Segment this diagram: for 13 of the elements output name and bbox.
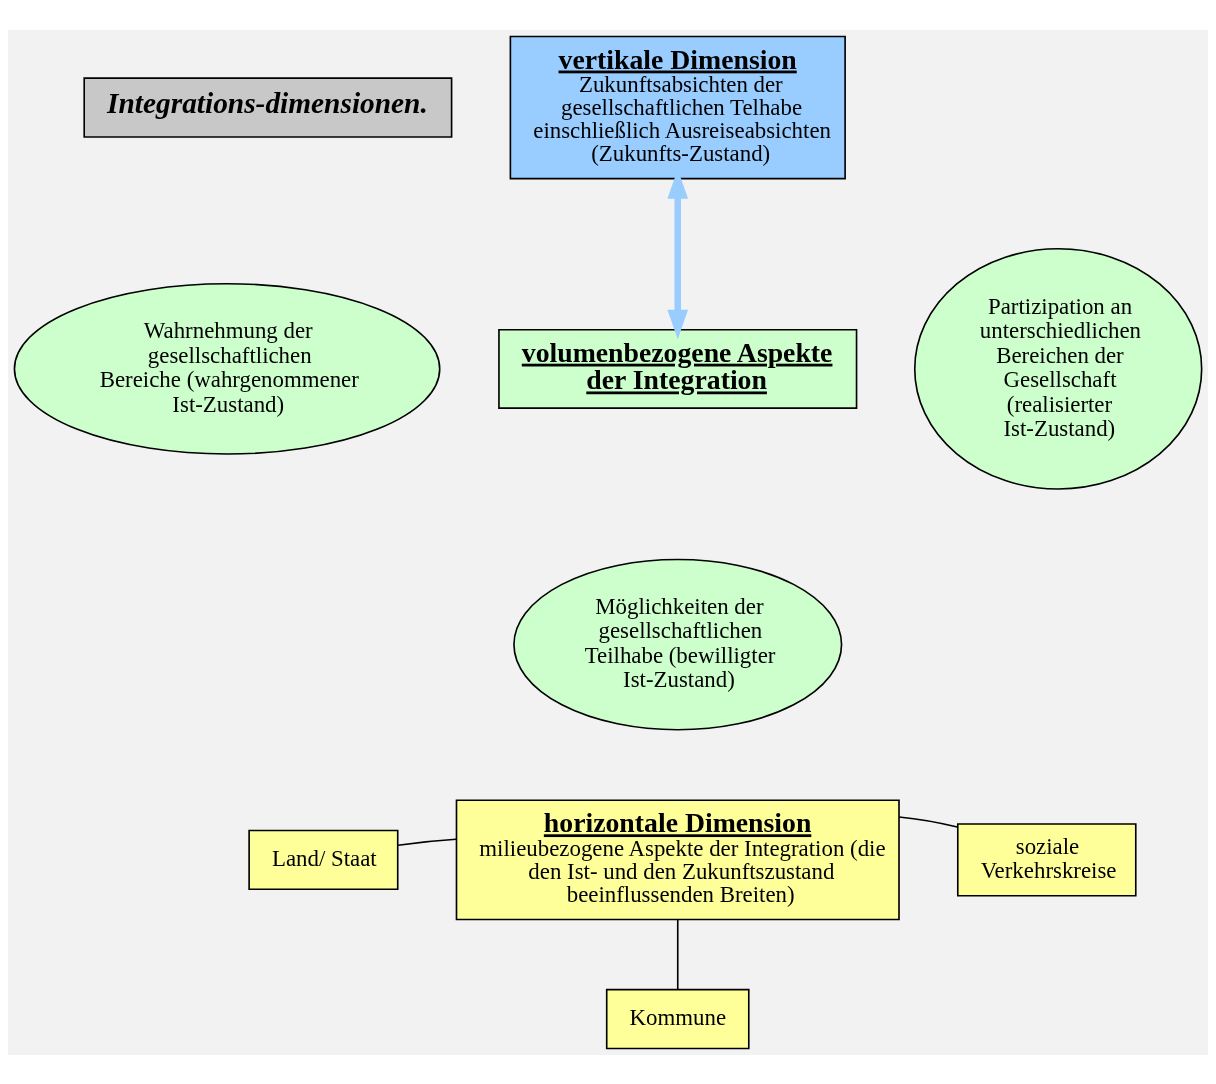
connector (676, 918, 679, 990)
node-ellipse: Partizipation an unterschiedlichen Bereichen der Gesellschaft (realisierter Ist-Zustand) (913, 247, 1203, 490)
node-ellipse: Wahrnehmung der gesellschaftlichen Bereiche (wahrgenommener Ist-Zustand) (13, 282, 441, 455)
node-box: horizontale Dimension milieubezogene Aspekte der Integration (die den Ist- und den Zukunftszustand beeinflussenden Breiten) (455, 798, 900, 920)
node-box: Integrations-dimensionen. (83, 76, 453, 138)
node-box: Land/ Staat (248, 829, 399, 890)
connector (898, 815, 959, 828)
node-ellipse: Möglichkeiten der gesellschaftlichen Teilhabe (bewilligter Ist-Zustand) (513, 558, 843, 731)
node-box: soziale Verkehrskreise (956, 822, 1137, 897)
node-box: Kommune (605, 988, 750, 1049)
node-box: vertikale Dimension Zukunftsabsichten der gesellschaftlichen Telhabe einschließlich Ausreiseabsichten (Zukunfts-Zustand) (509, 35, 846, 179)
connector (397, 837, 457, 846)
node-box: volumenbezogene Aspekte der Integration (498, 328, 858, 409)
